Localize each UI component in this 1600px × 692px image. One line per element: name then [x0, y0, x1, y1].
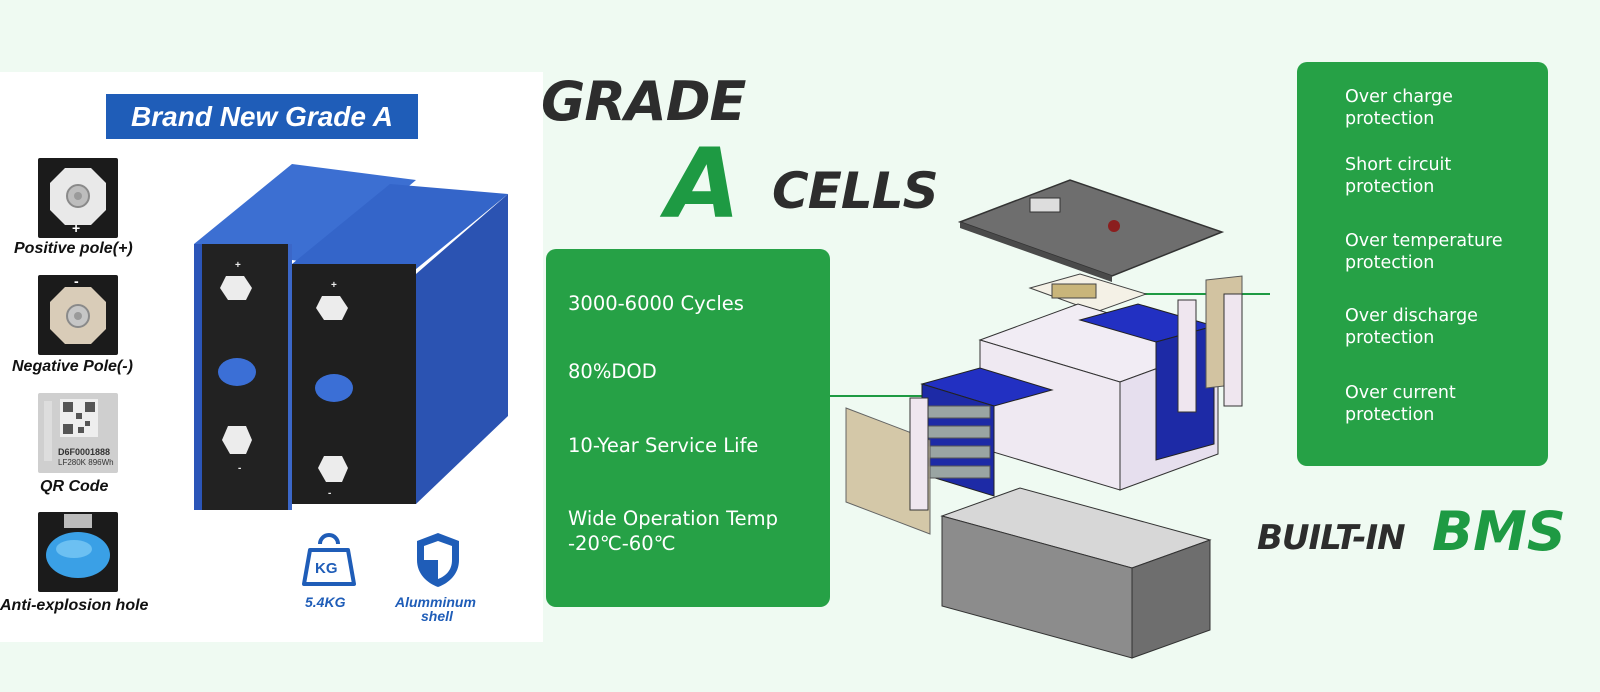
positive-pole-label: Positive pole(+)	[14, 240, 133, 257]
shell-label-line1: Alumminum	[395, 594, 476, 610]
lifepo4-cells-illustration	[194, 164, 508, 510]
negative-terminal-icon: -	[38, 273, 118, 355]
grade-badge: Brand New Grade A	[106, 94, 418, 139]
qr-code-icon: D6F0001888 LF280K 896Wh	[38, 393, 118, 473]
grade-a-letter: A	[666, 128, 741, 240]
positive-terminal-icon: +	[38, 158, 118, 238]
qr-code-label: QR Code	[40, 478, 109, 495]
bms-heading: BMS	[1432, 500, 1566, 563]
weight-icon-text: KG	[315, 560, 338, 577]
spec-temp-range: -20℃-60℃	[568, 532, 676, 555]
qr-model: LF280K 896Wh	[58, 458, 114, 467]
cell2-plus-mark: +	[331, 280, 337, 291]
cell1-minus-mark: -	[238, 463, 242, 474]
built-in-heading: BUILT-IN	[1257, 518, 1406, 558]
prot-over-current-line1: Over current	[1345, 383, 1456, 403]
spec-dod: 80%DOD	[568, 360, 657, 383]
cells-heading: CELLS	[772, 162, 939, 220]
negative-pole-label: Negative Pole(-)	[12, 358, 133, 375]
negative-mark: -	[74, 273, 79, 289]
prot-over-discharge-line1: Over discharge	[1345, 306, 1478, 326]
grade-badge-text: Brand New Grade A	[131, 100, 393, 132]
exploded-battery-pack-illustration	[830, 179, 1270, 659]
explosion-hole-label: Anti-explosion hole	[0, 597, 149, 614]
specs-box: 3000-6000 Cycles 80%DOD 10-Year Service …	[546, 249, 830, 607]
prot-over-current-line2: protection	[1345, 405, 1435, 425]
prot-short-circuit-line2: protection	[1345, 177, 1435, 197]
explosion-vent-icon	[38, 512, 118, 592]
prot-over-discharge-line2: protection	[1345, 328, 1435, 348]
positive-mark: +	[72, 220, 81, 236]
shield-icon	[417, 533, 459, 587]
cell1-plus-mark: +	[235, 260, 241, 271]
weight-label: 5.4KG	[305, 594, 346, 610]
cell2-minus-mark: -	[328, 488, 332, 499]
prot-overcharge-line1: Over charge	[1345, 87, 1453, 107]
prot-overcharge-line2: protection	[1345, 109, 1435, 129]
prot-short-circuit-line1: Short circuit	[1345, 155, 1452, 175]
protection-box: Over charge protection Short circuit pro…	[1297, 62, 1548, 466]
prot-over-temp-line2: protection	[1345, 253, 1435, 273]
spec-cycles: 3000-6000 Cycles	[568, 292, 744, 315]
spec-service-life: 10-Year Service Life	[568, 434, 759, 457]
spec-temp-title: Wide Operation Temp	[568, 507, 779, 530]
shell-label-line2: shell	[421, 608, 453, 624]
grade-heading: GRADE	[541, 70, 746, 133]
qr-serial: D6F0001888	[58, 447, 111, 457]
prot-over-temp-line1: Over temperature	[1345, 231, 1503, 251]
weight-icon	[302, 533, 356, 586]
